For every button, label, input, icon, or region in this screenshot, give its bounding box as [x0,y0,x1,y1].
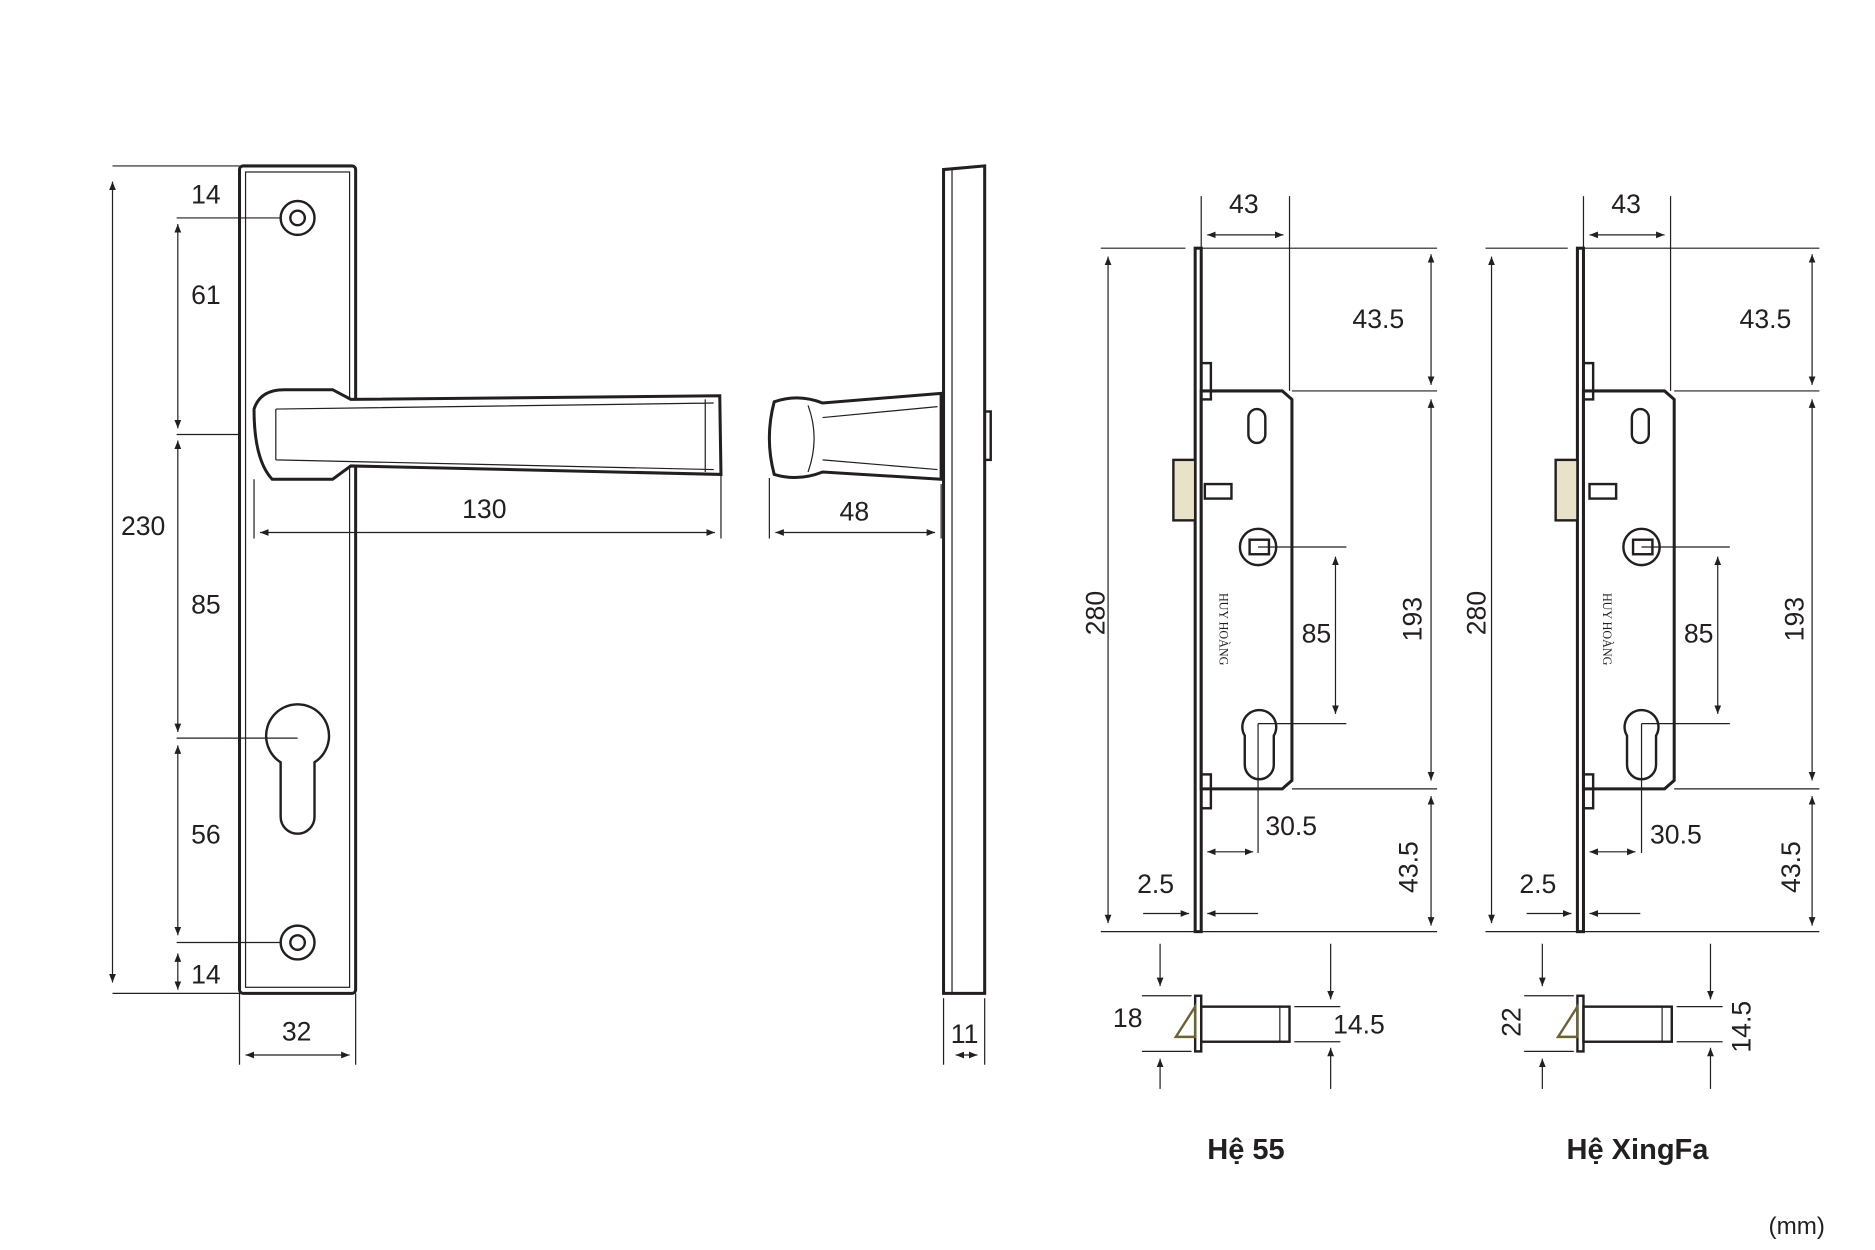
dim-edge: 2.5 [1137,869,1174,899]
dim-total-height: 230 [121,511,165,541]
dim-faceplate: 43 [1611,189,1641,219]
dim-latch-body: 14.5 [1333,1009,1385,1039]
unit-label: (mm) [1769,1213,1825,1240]
dim-handle-length: 130 [462,494,506,524]
handle-side-view: 48 11 [767,164,992,1065]
dim-height: 280 [1461,591,1491,635]
dim-body: 193 [1780,597,1810,641]
brand-text: HUY HOÀNG [1216,593,1230,666]
dim-top: 43.5 [1740,304,1792,334]
dim-center: 85 [1302,619,1332,649]
dim-backset: 30.5 [1265,811,1317,841]
dim-bottom: 43.5 [1776,841,1806,893]
dim-body: 193 [1397,597,1427,641]
lock-he55: HUY HOÀNG 43 43.5 280 193 85 30.5 2.5 43… [1080,189,1438,1166]
dim-cylinder-to-hole: 56 [191,819,221,849]
dim-backset: 30.5 [1650,819,1702,849]
dim-top: 43.5 [1352,304,1404,334]
dim-projection: 48 [840,496,870,526]
dim-height: 280 [1080,591,1110,635]
dim-plate-width: 32 [282,1017,312,1047]
dim-latch-height: 22 [1497,1007,1527,1037]
dim-top-hole: 14 [191,179,221,209]
dim-thickness: 11 [951,1019,979,1049]
dim-bottom: 43.5 [1394,841,1424,893]
dim-latch-body: 14.5 [1726,1001,1756,1053]
dim-edge: 2.5 [1519,869,1556,899]
caption-he55: Hệ 55 [1207,1134,1284,1166]
brand-text: HUY HOÀNG [1600,593,1614,666]
handle-front-view: 14 61 230 85 56 14 32 130 [109,164,723,1065]
dim-faceplate: 43 [1229,189,1259,219]
dim-latch-height: 18 [1113,1003,1143,1033]
caption-xingfa: Hệ XingFa [1567,1134,1710,1166]
dim-bottom-hole: 14 [191,960,221,990]
dim-hole-to-handle: 61 [191,280,221,310]
dim-center: 85 [1684,619,1714,649]
dim-handle-to-cylinder: 85 [191,590,221,620]
lock-xingfa: HUY HOÀNG 43 43.5 280 193 85 30.5 2.5 43… [1461,189,1820,1166]
